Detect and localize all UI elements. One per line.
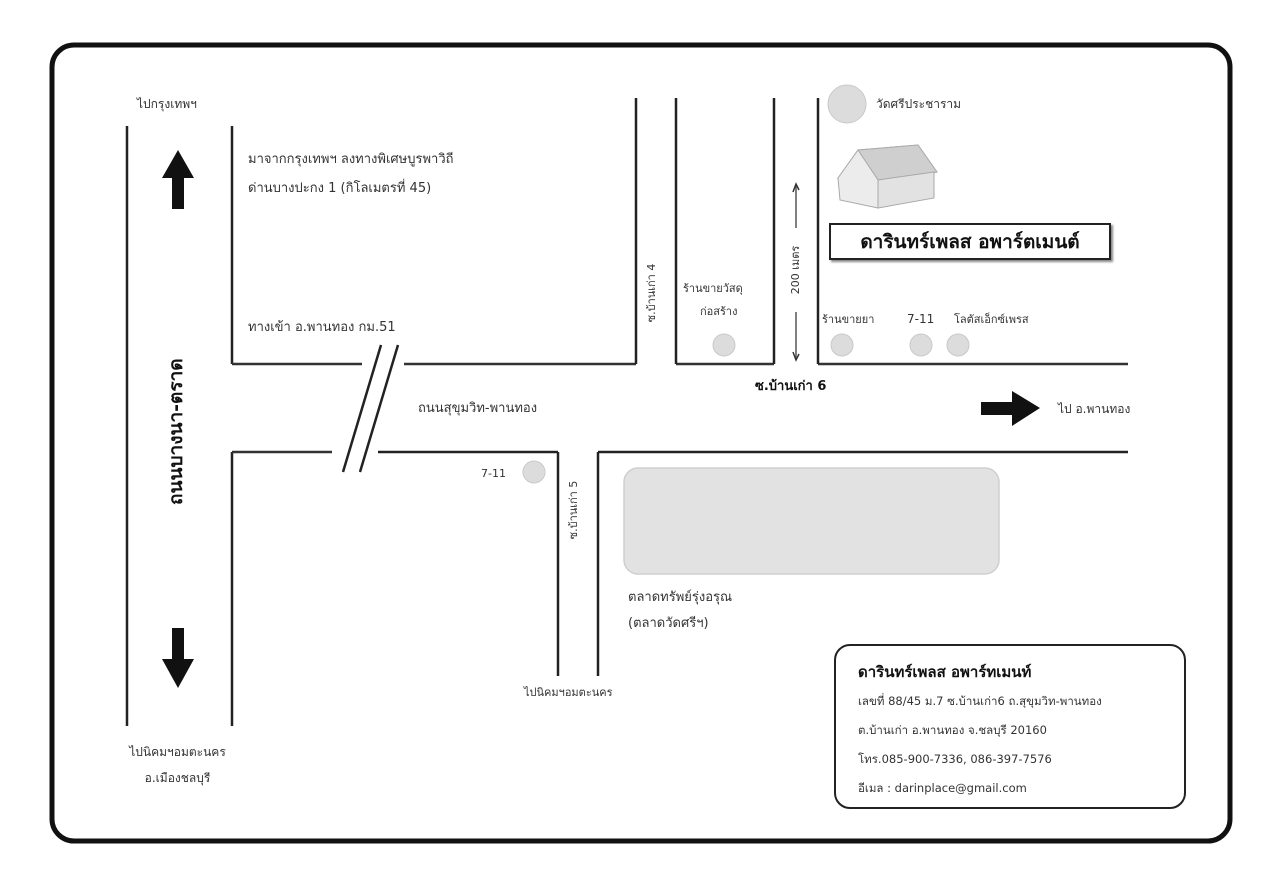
landmark-lotus-express: โลตัสเอ็กซ์เพรส xyxy=(954,313,1029,326)
seven-eleven-top-marker xyxy=(909,333,933,357)
direction-to-phanthong: ไป อ.พานทอง xyxy=(1058,402,1131,416)
road-label-bangna-trat: ถนนบางนา-ตราด xyxy=(165,358,187,505)
direction-to-amata: ไปนิคมฯอมตะนคร xyxy=(524,686,613,699)
direction-to-bangkok: ไปกรุงเทพฯ xyxy=(137,97,197,111)
arrow-up-icon xyxy=(162,150,194,209)
road-label-sukhumvit: ถนนสุขุมวิท-พานทอง xyxy=(418,401,538,416)
road-label-soi-5: ซ.บ้านเก่า 5 xyxy=(567,480,580,540)
direction-to-chonburi-line2: อ.เมืองชลบุรี xyxy=(144,771,211,785)
arrow-down-icon xyxy=(162,628,194,688)
landmark-temple: วัดศรีประชาราม xyxy=(876,97,962,111)
arrow-right-icon xyxy=(981,391,1040,426)
road-label-soi-4: ซ.บ้านเก่า 4 xyxy=(645,263,658,323)
contact-name: ดารินทร์เพลส อพาร์ทเมนท์ xyxy=(858,663,1032,681)
road-label-soi-6: ซ.บ้านเก่า 6 xyxy=(755,379,827,394)
distance-marker-arrow-top xyxy=(792,182,800,193)
note-from-bangkok-line2: ด่านบางปะกง 1 (กิโลเมตรที่ 45) xyxy=(248,181,432,196)
pharmacy-marker xyxy=(830,333,854,357)
apartment-title: ดารินทร์เพลส อพาร์ตเมนต์ xyxy=(829,223,1111,260)
landmark-market-line2: (ตลาดวัดศรีฯ) xyxy=(628,616,709,631)
apartment-building-icon xyxy=(836,144,938,209)
landmark-hardware-line1: ร้านขายวัสดุ xyxy=(683,282,743,295)
map-frame xyxy=(49,42,1233,844)
landmark-hardware-line2: ก่อสร้าง xyxy=(700,305,738,318)
distance-marker-arrow-bottom xyxy=(792,351,800,362)
contact-phone: โทร.085-900-7336, 086-397-7576 xyxy=(858,752,1052,766)
landmark-seven-eleven-top: 7-11 xyxy=(907,312,935,326)
lotus-express-marker xyxy=(946,333,970,357)
contact-address-line1: เลขที่ 88/45 ม.7 ซ.บ้านเก่า6 ถ.สุขุมวิท-… xyxy=(858,694,1102,708)
temple-marker xyxy=(827,84,867,124)
direction-to-chonburi-line1: ไปนิคมฯอมตะนคร xyxy=(129,745,226,759)
contact-address-line2: ต.บ้านเก่า อ.พานทอง จ.ชลบุรี 20160 xyxy=(858,723,1047,737)
landmark-market-line1: ตลาดทรัพย์รุ่งอรุณ xyxy=(628,590,733,605)
landmark-pharmacy: ร้านขายยา xyxy=(822,313,875,326)
contact-info-box: ดารินทร์เพลส อพาร์ทเมนท์ เลขที่ 88/45 ม.… xyxy=(834,644,1186,809)
market-area xyxy=(623,467,1000,575)
landmark-seven-eleven-bottom: 7-11 xyxy=(481,467,506,480)
expressway-line-a xyxy=(341,344,383,473)
hardware-store-marker xyxy=(712,333,736,357)
expressway-line-b xyxy=(358,344,400,473)
contact-email: อีเมล : darinplace@gmail.com xyxy=(858,781,1027,795)
note-from-bangkok-line1: มาจากกรุงเทพฯ ลงทางพิเศษบูรพาวิถี xyxy=(248,152,454,167)
note-entrance: ทางเข้า อ.พานทอง กม.51 xyxy=(248,320,396,335)
distance-label: 200 เมตร xyxy=(789,245,802,295)
seven-eleven-bottom-marker xyxy=(522,460,546,484)
